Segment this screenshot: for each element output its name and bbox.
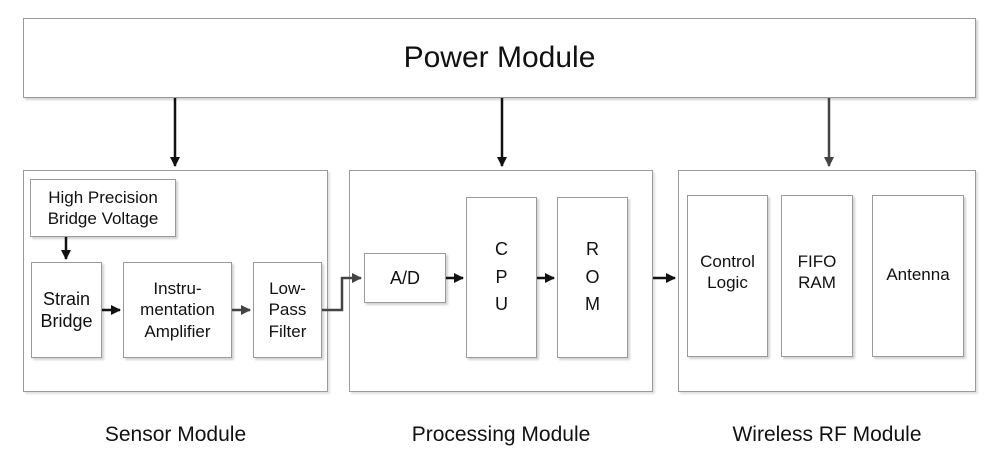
wireless-module-caption: Wireless RF Module (732, 423, 922, 446)
power-module-label: Power Module (403, 41, 596, 75)
cpu-label: C P U (495, 238, 508, 315)
rom-label: R O M (585, 238, 600, 315)
control-logic-block: Control Logic (687, 195, 768, 357)
strain-bridge-label: Strain Bridge (40, 288, 93, 332)
sensor-module-caption: Sensor Module (104, 423, 247, 446)
fifo-ram-block: FIFO RAM (781, 195, 853, 357)
fifo-ram-label: FIFO RAM (797, 252, 837, 293)
cpu-block: C P U (466, 197, 537, 358)
bridge-voltage-label: High Precision Bridge Voltage (47, 187, 159, 228)
antenna-block: Antenna (872, 195, 964, 357)
power-module-box: Power Module (23, 18, 976, 98)
low-pass-filter-label: Low- Pass Filter (268, 279, 307, 341)
bridge-voltage-block: High Precision Bridge Voltage (30, 179, 176, 237)
ad-converter-block: A/D (364, 253, 446, 303)
ad-converter-label: A/D (389, 267, 420, 288)
low-pass-filter-block: Low- Pass Filter (253, 262, 322, 358)
antenna-label: Antenna (886, 265, 950, 284)
processing-module-caption: Processing Module (411, 423, 591, 446)
control-logic-label: Control Logic (700, 252, 755, 293)
amplifier-block: Instru- mentation Amplifier (123, 262, 232, 358)
rom-block: R O M (557, 197, 628, 358)
amplifier-label: Instru- mentation Amplifier (140, 279, 215, 341)
strain-bridge-block: Strain Bridge (31, 262, 102, 358)
